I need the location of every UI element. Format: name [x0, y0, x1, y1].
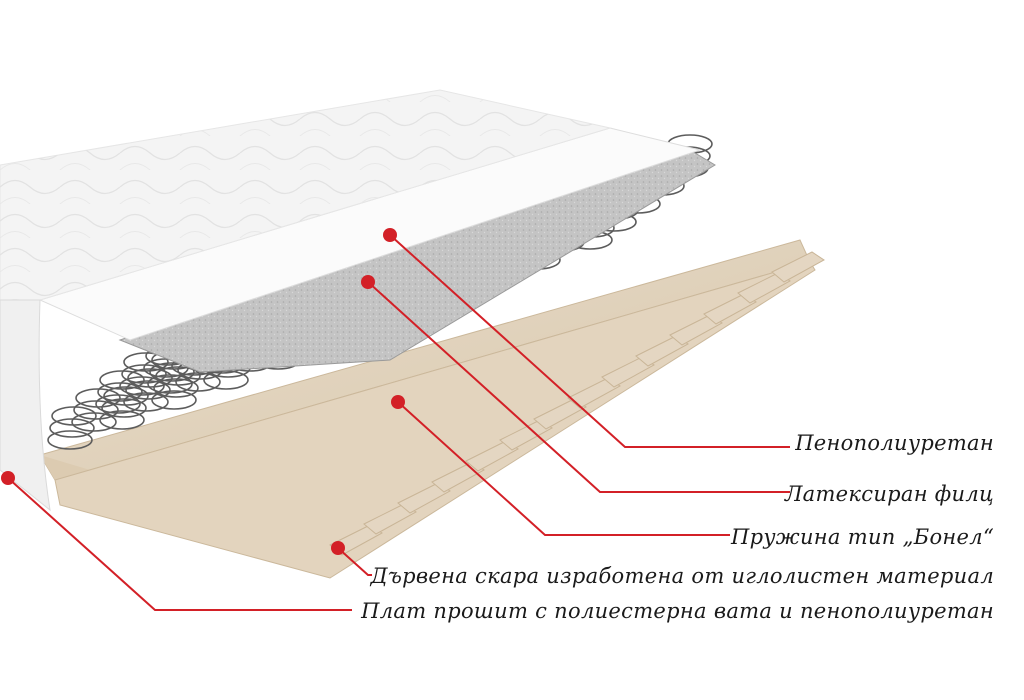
spring-coil	[47, 430, 93, 450]
label-latex-felt: Латексиран филц	[784, 482, 994, 506]
spring-coil	[149, 362, 195, 382]
spring-coil	[101, 398, 147, 418]
spring-coil	[119, 376, 165, 396]
spring-coil	[95, 394, 141, 414]
wood-slat	[771, 251, 825, 283]
leader-dot	[331, 541, 345, 555]
spring-coil	[97, 382, 143, 402]
wood-slat	[431, 461, 485, 493]
spring-coil	[153, 378, 199, 398]
wood-slat	[567, 377, 621, 409]
leader-line	[397, 401, 730, 536]
spring-coil	[175, 372, 221, 392]
spring-coil	[73, 400, 119, 420]
spring-coil	[125, 380, 171, 400]
spring-coil	[49, 418, 95, 438]
wood-slat	[465, 440, 519, 472]
wood-slat	[397, 482, 451, 514]
spring-coil	[151, 390, 197, 410]
leader-line	[337, 547, 372, 576]
wood-slats	[329, 251, 825, 556]
leader-dot	[1, 471, 15, 485]
label-wood-slats: Дървена скара изработена от иглолистен м…	[370, 564, 994, 588]
wood-slat	[601, 356, 655, 388]
wood-slat	[669, 314, 723, 346]
spring-coil	[71, 412, 117, 432]
leader-line	[7, 477, 352, 611]
leader-line	[367, 281, 790, 493]
spring-coil	[147, 374, 193, 394]
label-foam: Пенополиуретан	[795, 431, 994, 455]
leader-line	[389, 234, 790, 448]
leader-lines	[1, 228, 790, 611]
quilted-cover-side	[0, 299, 51, 512]
label-bonnell-spring: Пружина тип „Бонел“	[730, 525, 994, 549]
slat-base	[39, 239, 816, 579]
leader-dot	[361, 275, 375, 289]
leader-dot	[383, 228, 397, 242]
wood-slat	[363, 503, 417, 535]
wood-slat	[635, 335, 689, 367]
wood-slat	[533, 398, 587, 430]
wood-slat	[703, 293, 757, 325]
wood-slat	[737, 272, 791, 304]
spring-coil	[203, 370, 249, 390]
spring-coil	[121, 364, 167, 384]
spring-coil	[143, 358, 189, 378]
spring-coil	[123, 392, 169, 412]
label-quilted-cover: Плат прошит с полиестерна вата и пенопол…	[361, 599, 994, 623]
leader-dot	[391, 395, 405, 409]
spring-coil	[99, 410, 145, 430]
